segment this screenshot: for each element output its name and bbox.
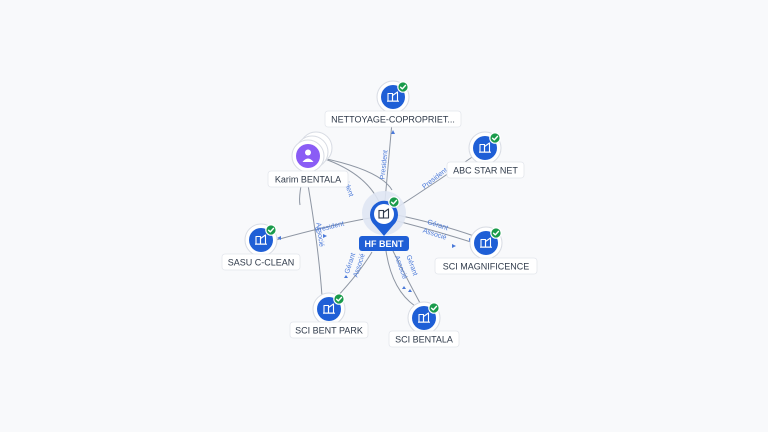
edge-bentala-2	[392, 250, 421, 304]
node-label-sasu: SASU C-CLEAN	[228, 258, 295, 268]
node-label-abc: ABC STAR NET	[453, 166, 518, 176]
verified-check-icon	[333, 293, 345, 305]
node-label-box	[434, 257, 538, 275]
building-icon	[378, 208, 390, 219]
person-icon	[302, 149, 314, 162]
edge-label-ident: ident	[343, 181, 355, 198]
verified-check-icon	[490, 227, 502, 239]
center-label: HF BENT	[365, 239, 404, 249]
node-karim-bentala[interactable]: Karim BENTALA	[267, 131, 349, 188]
node-label-nettoyage: NETTOYAGE-COPROPRIET...	[331, 115, 455, 125]
node-circle	[296, 144, 320, 168]
node-sci-bentala[interactable]: SCI BENTALA	[388, 301, 460, 348]
verified-check-icon	[489, 132, 501, 144]
node-label-box	[324, 110, 462, 128]
node-nettoyage[interactable]: NETTOYAGE-COPROPRIET...	[324, 80, 462, 128]
node-label-bentpark: SCI BENT PARK	[295, 326, 363, 336]
arrow-marker	[344, 275, 348, 278]
node-sasu-c-clean[interactable]: SASU C-CLEAN	[221, 223, 301, 271]
arrow-marker	[323, 234, 327, 238]
edge-sasu	[275, 217, 371, 241]
node-label-box	[221, 253, 301, 271]
node-sci-bent-park[interactable]: SCI BENT PARK	[289, 292, 369, 339]
verified-check-icon	[397, 81, 409, 93]
node-label-karim: Karim BENTALA	[275, 175, 341, 185]
edge-label-president: President	[379, 150, 389, 180]
edge-label-associe: Associé	[314, 222, 324, 247]
node-center-hf-bent[interactable]: HF BENT	[359, 191, 409, 251]
arrow-marker	[408, 289, 412, 292]
arrow-marker	[277, 236, 281, 240]
node-sci-magnificence[interactable]: SCI MAGNIFICENCE	[434, 226, 538, 275]
node-label-box	[446, 161, 525, 179]
arrow-marker	[402, 286, 406, 289]
edge-label-president: President	[421, 167, 449, 191]
arrow-marker	[391, 130, 395, 134]
node-abc-star-net[interactable]: ABC STAR NET	[446, 131, 525, 179]
edge-karim-nettoyage	[321, 157, 393, 191]
node-label-bentala: SCI BENTALA	[395, 335, 453, 345]
center-label-box	[359, 236, 409, 251]
node-label-magnificence: SCI MAGNIFICENCE	[443, 262, 530, 272]
node-label-box	[289, 321, 369, 339]
edge-bentala-1	[385, 250, 416, 307]
node-label-box	[267, 170, 349, 188]
edge-magnificence-2	[396, 220, 475, 244]
arrow-marker	[452, 244, 456, 248]
node-label-box	[388, 330, 460, 348]
verified-check-icon	[388, 196, 400, 208]
verified-check-icon	[428, 302, 440, 314]
verified-check-icon	[265, 224, 277, 236]
